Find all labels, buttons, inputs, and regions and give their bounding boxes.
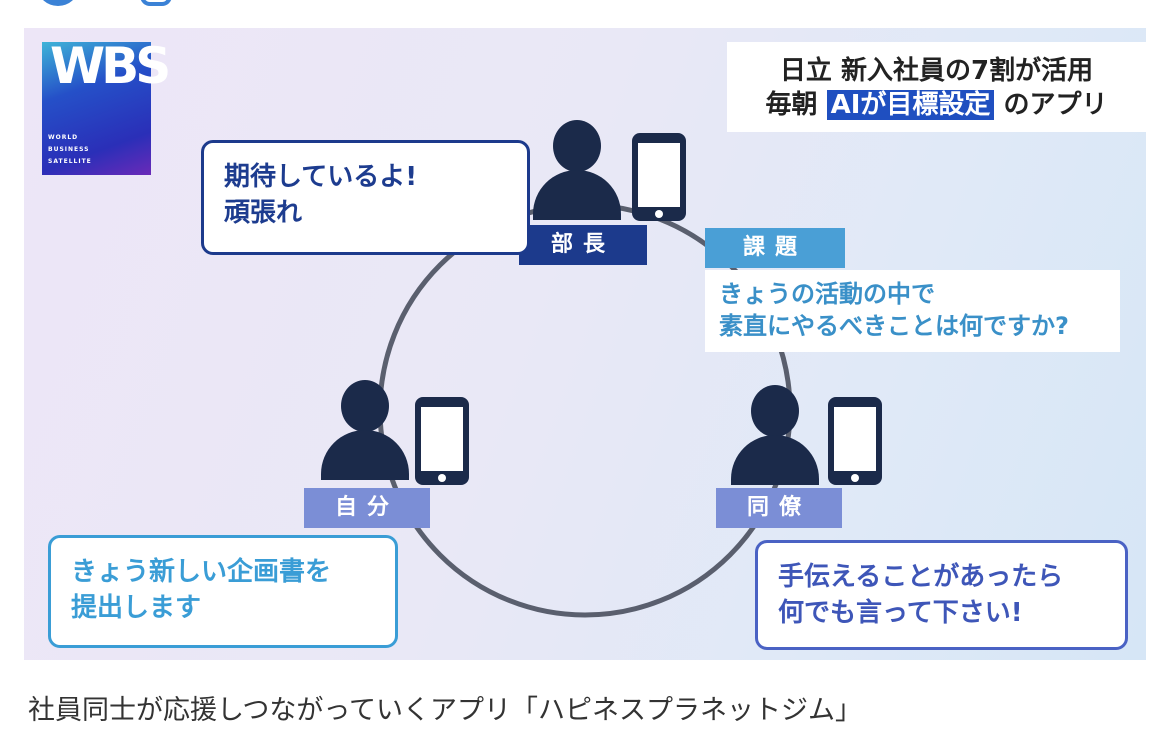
audio-icon [140, 0, 172, 6]
image-caption: 社員同士が応援しつながっていくアプリ「ハピネスプラネットジム」 [28, 695, 863, 726]
logo-mark: WBS [50, 37, 171, 95]
smartphone-icon [632, 133, 686, 221]
smartphone-icon [828, 397, 882, 485]
smartphone-icon [415, 397, 469, 485]
task-box: きょうの活動の中で素直にやるべきことは何ですか? [705, 270, 1120, 352]
headline-box: 日立 新入社員の7割が活用 毎朝 AIが目標設定 のアプリ [727, 42, 1146, 132]
headline-line1: 日立 新入社員の7割が活用 [779, 56, 1094, 86]
app-icon [38, 0, 78, 6]
boss-person-icon [531, 120, 621, 220]
self-speech-bubble: きょう新しい企画書を提出します [48, 535, 398, 648]
colleague-speech-bubble: 手伝えることがあったら何でも言って下さい! [755, 540, 1128, 650]
self-label: 自分 [304, 488, 430, 528]
headline-line2: 毎朝 AIが目標設定 のアプリ [765, 90, 1108, 120]
boss-speech-bubble: 期待しているよ!頑張れ [201, 140, 530, 255]
boss-label: 部長 [519, 225, 647, 265]
self-person-icon [319, 380, 409, 480]
task-header: 課題 [705, 228, 845, 268]
colleague-person-icon [729, 385, 819, 485]
colleague-label: 同僚 [716, 488, 842, 528]
